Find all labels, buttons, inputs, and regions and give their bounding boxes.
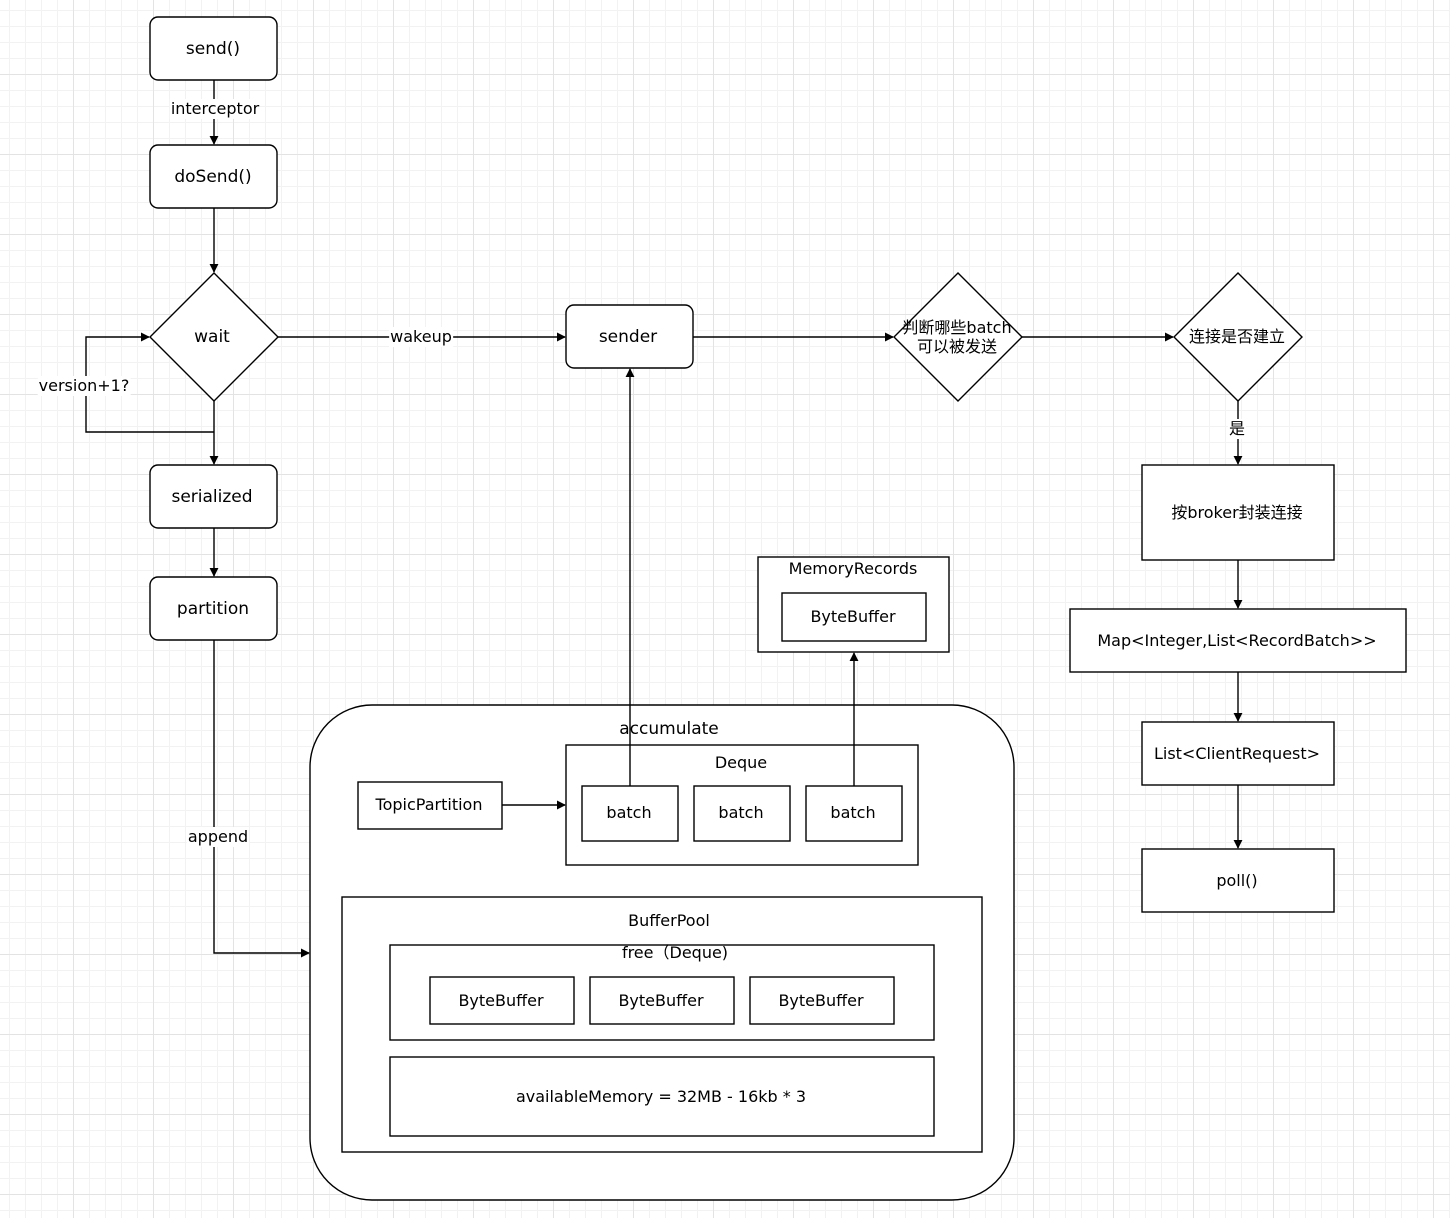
free-bytebuffer-box-1: [429, 976, 575, 1025]
edge-label-yes: 是: [1227, 419, 1247, 439]
topic-partition-label: TopicPartition: [375, 795, 483, 814]
judge-batch-diamond: [893, 272, 1023, 402]
judge-batch-label: 判断哪些batch 可以被发送: [902, 318, 1012, 356]
free-bytebuffer-label: ByteBuffer: [458, 991, 544, 1010]
free-deque-label: free（Deque): [621, 943, 729, 962]
free-bytebuffer-label: ByteBuffer: [618, 991, 704, 1010]
send-label: send(): [185, 39, 241, 59]
edge-label-wakeup: wakeup: [389, 327, 453, 347]
conn-check-label: 连接是否建立: [1188, 327, 1286, 346]
batch-box-2: [693, 785, 791, 842]
batch-label: batch: [718, 803, 764, 822]
batch-box-1: [581, 785, 679, 842]
accumulate-label: accumulate: [619, 719, 719, 739]
dosend-label: doSend(): [174, 167, 252, 187]
buffer-pool-label: BufferPool: [628, 911, 710, 930]
batch-label: batch: [830, 803, 876, 822]
edge-label-interceptor: interceptor: [169, 99, 261, 119]
topic-partition-box: [357, 781, 503, 830]
map-type-label: Map<Integer,List<RecordBatch>>: [1097, 631, 1377, 650]
client-request-label: List<ClientRequest>: [1153, 744, 1321, 763]
available-memory-label: availableMemory = 32MB - 16kb * 3: [515, 1087, 807, 1106]
wait-label: wait: [194, 327, 230, 347]
map-type-box: [1069, 608, 1407, 673]
broker-wrap-box: [1141, 464, 1335, 561]
free-bytebuffer-box-2: [589, 976, 735, 1025]
partition-label: partition: [176, 599, 250, 619]
poll-label: poll(): [1216, 871, 1258, 890]
client-request-box: [1141, 721, 1335, 786]
poll-box: [1141, 848, 1335, 913]
serialized-label: serialized: [171, 487, 253, 507]
memory-bytebuffer-label: ByteBuffer: [810, 607, 896, 626]
sender-label: sender: [598, 327, 658, 347]
memory-records-label: MemoryRecords: [788, 559, 918, 578]
memory-bytebuffer-box: [781, 592, 927, 642]
broker-wrap-label: 按broker封装连接: [1171, 503, 1303, 522]
available-memory-box: [389, 1056, 935, 1137]
edge-label-version: version+1?: [37, 376, 131, 396]
edge-append: [213, 640, 310, 958]
free-bytebuffer-label: ByteBuffer: [778, 991, 864, 1010]
batch-box-3: [805, 785, 903, 842]
batch-label: batch: [606, 803, 652, 822]
edge-label-append: append: [186, 827, 250, 847]
deque-label: Deque: [714, 753, 768, 772]
free-bytebuffer-box-3: [749, 976, 895, 1025]
